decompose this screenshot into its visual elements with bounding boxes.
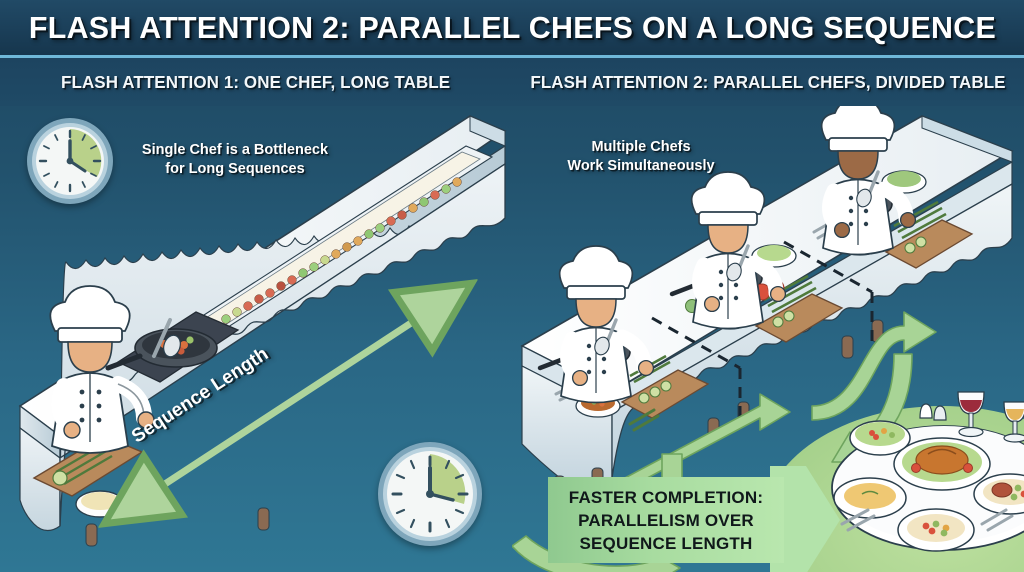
clock-icon-top-left	[27, 118, 113, 204]
chef-figure-1	[558, 245, 655, 404]
banner-arrow-head-icon	[770, 466, 840, 572]
feast-table-icon	[831, 391, 1024, 552]
left-panel-note: Single Chef is a Bottleneck for Long Seq…	[141, 142, 329, 177]
sequence-length-arrow	[0, 106, 512, 572]
faster-completion-text: FASTER COMPLETION: PARALLELISM OVER SEQU…	[568, 487, 764, 553]
right-panel-subtitle-bar: FLASH ATTENTION 2: PARALLEL CHEFS, DIVID…	[512, 58, 1024, 106]
left-panel-subtitle: FLASH ATTENTION 1: ONE CHEF, LONG TABLE	[61, 71, 451, 92]
right-panel-subtitle: FLASH ATTENTION 2: PARALLEL CHEFS, DIVID…	[530, 71, 1006, 92]
chef-figure-3	[820, 106, 917, 256]
left-panel-scene: Sequence Length Single Chef is a Bottlen…	[0, 106, 512, 572]
left-panel-subtitle-bar: FLASH ATTENTION 1: ONE CHEF, LONG TABLE	[0, 58, 512, 106]
clock-icon-bottom-left	[378, 442, 482, 546]
partition-dividers	[651, 240, 874, 424]
faster-completion-banner: FASTER COMPLETION: PARALLELISM OVER SEQU…	[548, 477, 784, 563]
header-bar: FLASH ATTENTION 2: PARALLEL CHEFS ON A L…	[0, 0, 1024, 58]
chef-figure-2	[690, 171, 787, 330]
page-title: FLASH ATTENTION 2: PARALLEL CHEFS ON A L…	[28, 9, 996, 45]
right-panel-note: Multiple Chefs Work Simultaneously	[567, 139, 715, 174]
